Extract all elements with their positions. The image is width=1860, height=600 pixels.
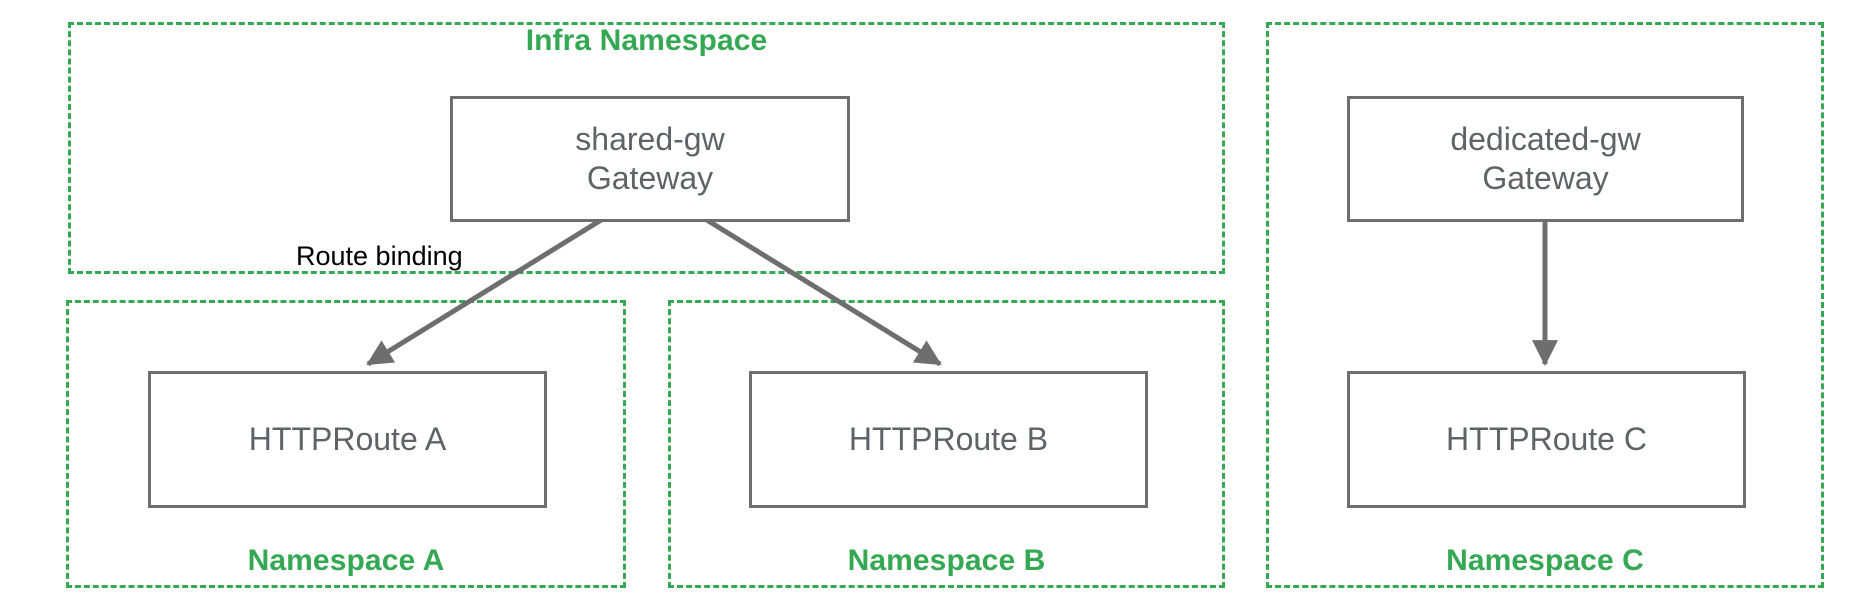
node-shared-gw[interactable]: shared-gw Gateway	[450, 96, 850, 222]
namespace-c-label: Namespace C	[1446, 544, 1644, 577]
namespace-b-label: Namespace B	[847, 544, 1046, 577]
node-dedicated-gw[interactable]: dedicated-gw Gateway	[1347, 96, 1744, 222]
node-dedicated-gw-name: dedicated-gw	[1450, 120, 1641, 157]
edge-label-route-binding: Route binding	[296, 241, 463, 271]
namespace-b	[668, 300, 1225, 588]
node-shared-gw-kind: Gateway	[586, 160, 714, 196]
node-shared-gw-name: shared-gw	[575, 120, 725, 157]
namespace-a-label: Namespace A	[247, 544, 445, 577]
node-httproute-c[interactable]: HTTPRoute C	[1347, 371, 1746, 508]
namespace-a	[66, 300, 626, 588]
node-httproute-b-name: HTTPRoute B	[848, 420, 1049, 457]
node-dedicated-gw-kind: Gateway	[1482, 160, 1609, 196]
namespace-infra-label: Infra Namespace	[525, 24, 768, 57]
node-httproute-c-name: HTTPRoute C	[1446, 420, 1647, 457]
node-httproute-a-name: HTTPRoute A	[248, 420, 447, 457]
namespace-c	[1266, 22, 1824, 588]
node-httproute-b[interactable]: HTTPRoute B	[749, 371, 1148, 508]
node-httproute-a[interactable]: HTTPRoute A	[148, 371, 547, 508]
namespace-infra	[68, 22, 1225, 274]
